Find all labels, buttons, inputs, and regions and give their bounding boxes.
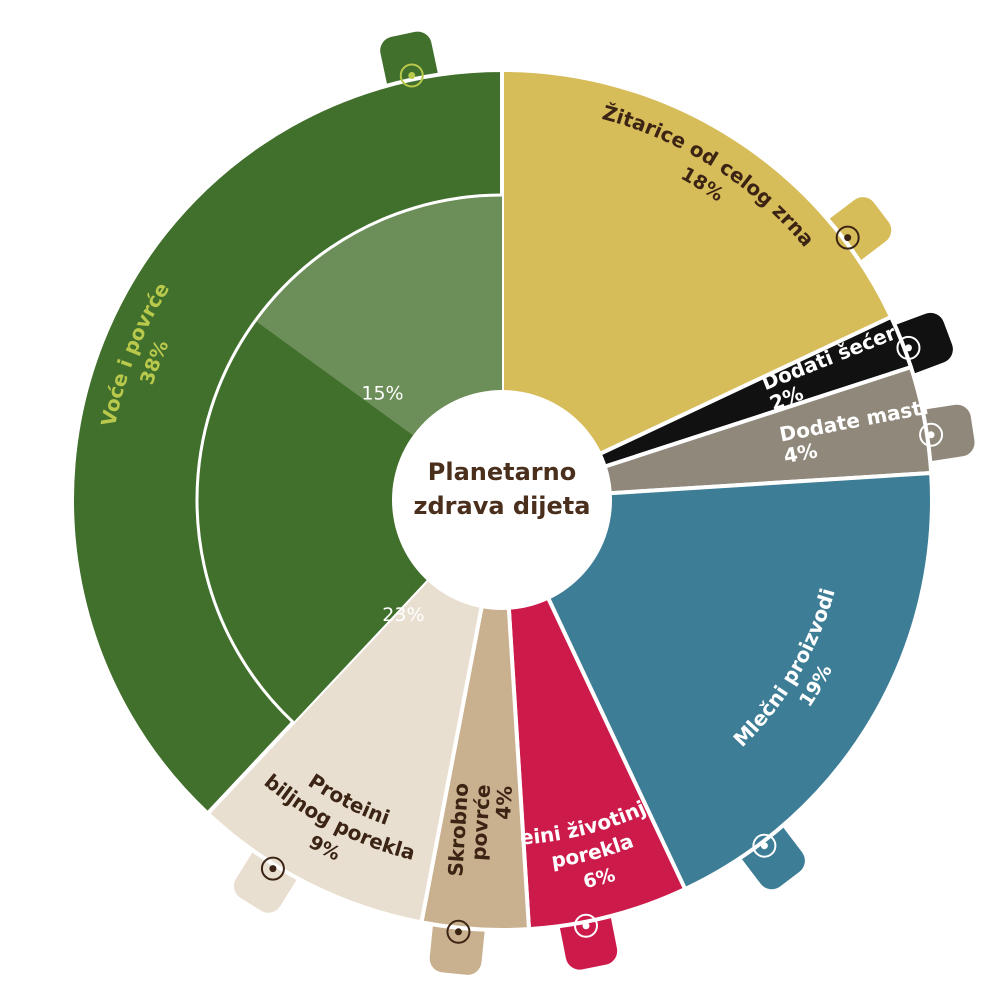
center-disc: Planetarno zdrava dijeta — [392, 390, 612, 610]
cow-icon-outline — [574, 913, 599, 938]
milk-carton-icon-dot — [760, 842, 768, 850]
inner-ring — [195, 193, 503, 724]
sugar-cubes-icon-dot — [904, 344, 912, 352]
center-title-line-1: Planetarno — [428, 458, 576, 486]
label-line-skrobno-2: 4% — [490, 785, 516, 820]
center-circle — [392, 390, 612, 610]
fruit-vegetable-icon-dot — [408, 71, 416, 79]
milk-carton-icon — [752, 833, 777, 858]
label-skrobno: Skrobnopovrće4% — [443, 782, 517, 880]
oil-drop-icon — [919, 422, 944, 447]
sugar-cubes-icon — [896, 335, 921, 360]
wheat-icon — [835, 225, 860, 250]
sub-segment-slices — [196, 195, 502, 723]
oil-drop-icon-outline — [919, 422, 944, 447]
sub-slice-povrće — [196, 320, 427, 723]
milk-carton-icon-outline — [752, 833, 777, 858]
inner-ring-arc — [195, 193, 503, 724]
wheat-icon-outline — [835, 225, 860, 250]
beans-icon-outline — [260, 856, 285, 881]
sub-slice-voće — [255, 195, 502, 436]
beans-icon-dot — [269, 865, 277, 873]
beans-icon — [260, 856, 285, 881]
cow-icon-dot — [582, 922, 590, 930]
segment-icons — [260, 63, 944, 944]
sub-percent-voće: 15% — [361, 383, 403, 405]
potato-icon — [446, 919, 471, 944]
sub-percent-povrće: 23% — [382, 604, 424, 626]
label-line-skrobno-1: povrće — [466, 784, 495, 862]
label-text-skrobno: Skrobnopovrće4% — [443, 782, 517, 880]
sugar-cubes-icon-outline — [896, 335, 921, 360]
potato-icon-dot — [454, 928, 462, 936]
oil-drop-icon-dot — [927, 431, 935, 439]
fruit-vegetable-icon — [399, 63, 424, 88]
fruit-vegetable-icon-outline — [399, 63, 424, 88]
label-line-skrobno-0: Skrobno — [443, 782, 473, 877]
center-title-line-2: zdrava dijeta — [414, 492, 591, 520]
potato-icon-outline — [446, 919, 471, 944]
cow-icon — [574, 913, 599, 938]
wheat-icon-dot — [844, 234, 852, 242]
